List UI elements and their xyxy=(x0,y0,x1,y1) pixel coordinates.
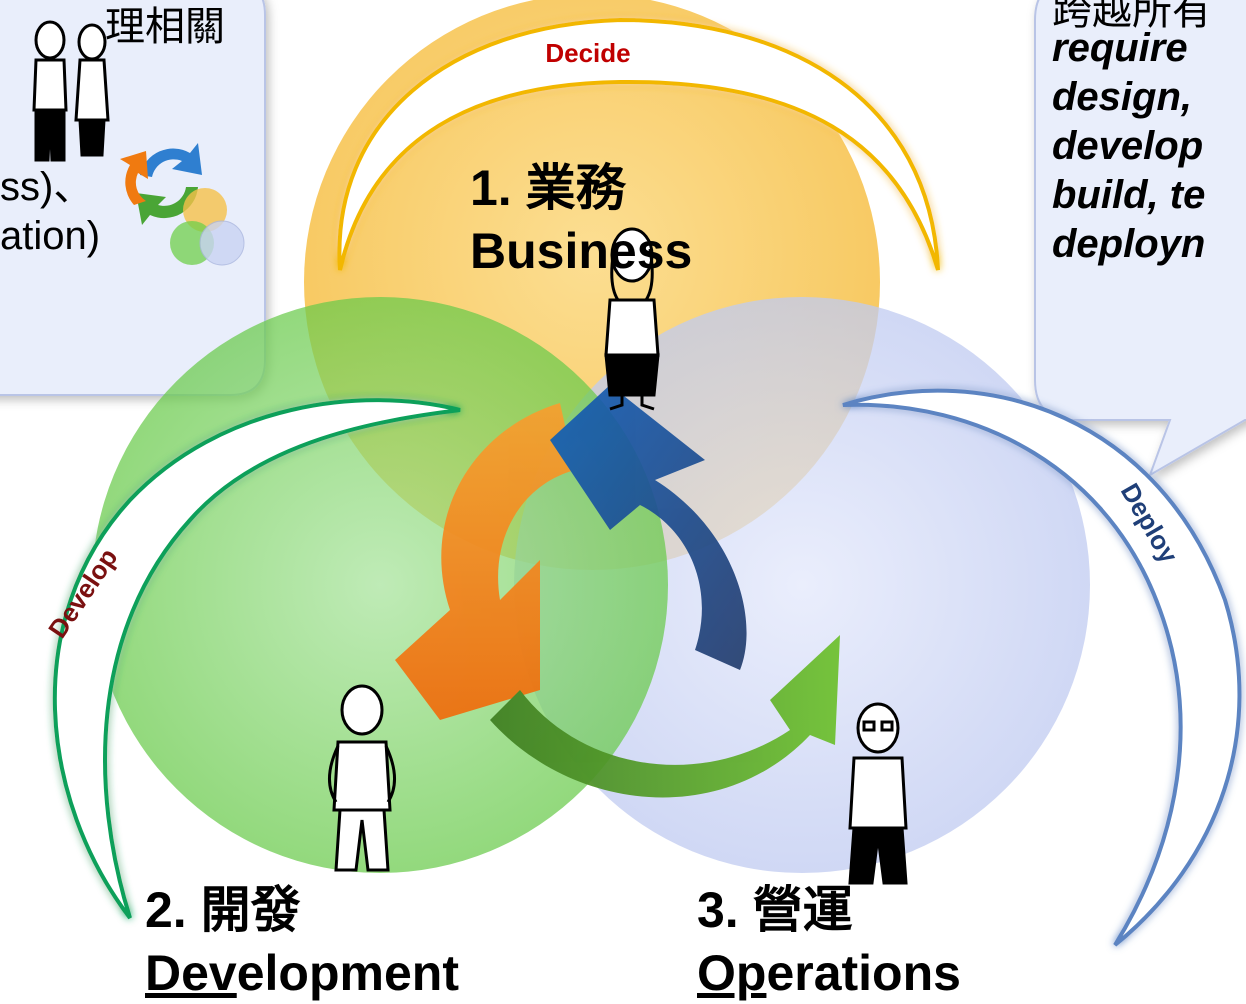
develop-arc xyxy=(52,398,461,920)
left-callout-line1: 理相關 xyxy=(105,5,225,49)
decide-label: Decide xyxy=(545,38,630,68)
operations-title-line2: Operations xyxy=(697,948,961,998)
decide-arc xyxy=(337,17,940,271)
right-callout-line0: 跨越所有 xyxy=(1052,0,1212,33)
orange-cycle-arrow xyxy=(395,403,575,720)
venn-circles-icon xyxy=(170,188,245,266)
business-title-line1: 1. 業務 xyxy=(470,160,626,216)
left-callout-line2: ss)、 xyxy=(0,165,94,209)
operations-title-rest: erations xyxy=(766,945,961,1001)
right-callout-line3: develop xyxy=(1052,124,1204,168)
development-title-line1: 2. 開發 xyxy=(145,882,301,938)
right-callout-line4: build, te xyxy=(1052,173,1206,217)
deploy-arc xyxy=(842,388,1242,947)
left-callout-line3: ation) xyxy=(0,214,101,258)
green-cycle-arrow xyxy=(490,635,840,798)
operations-person xyxy=(848,702,908,885)
business-title-line2: Business xyxy=(470,223,693,279)
business-person xyxy=(604,227,660,411)
development-title-rest: elopment xyxy=(236,945,459,1001)
blue-cycle-arrow xyxy=(550,385,747,670)
small-cycle-icon xyxy=(110,143,202,225)
right-callout-line2: design, xyxy=(1052,75,1193,119)
right-callout-line5: deployn xyxy=(1052,222,1206,266)
development-title-underlined: Dev xyxy=(145,945,237,1001)
developer-person xyxy=(328,684,396,872)
cycle-arrows-icon xyxy=(395,385,840,798)
development-title-line2: Development xyxy=(145,948,459,998)
operations-title-line1: 3. 營運 xyxy=(697,882,853,938)
callout-people xyxy=(32,20,110,162)
right-callout-box xyxy=(1034,0,1246,478)
right-callout-line1: require xyxy=(1052,26,1188,70)
person-figure-icon xyxy=(32,20,908,885)
operations-title-underlined: Op xyxy=(697,945,767,1001)
